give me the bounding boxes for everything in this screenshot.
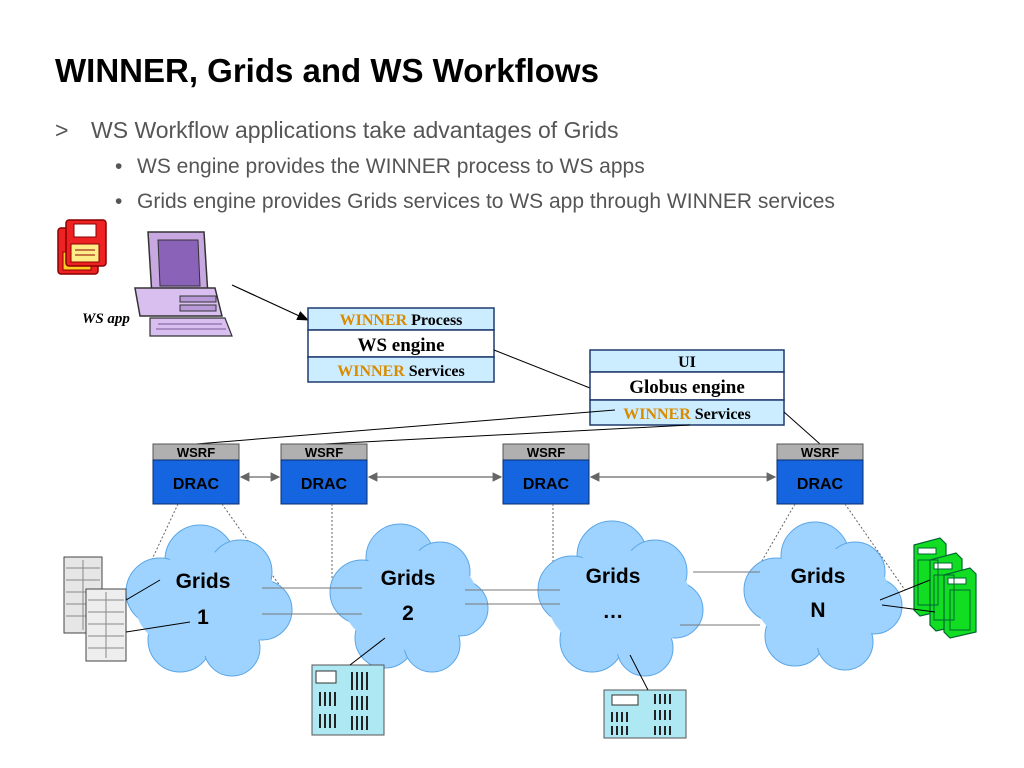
winner-services-accent: WINNER	[337, 363, 405, 380]
server-link	[881, 604, 936, 613]
mainframe-link	[349, 637, 386, 666]
drac-node-2: WSRF DRAC	[280, 443, 368, 505]
ui-label: UI	[678, 354, 696, 371]
globus-to-drac-links	[195, 409, 821, 445]
svg-text:WINNER Process: WINNER Process	[340, 312, 463, 329]
grid-cloud-4: Grids N	[743, 521, 903, 671]
drac-label: DRAC	[173, 476, 220, 493]
globus-winner-rest: Services	[691, 406, 751, 423]
wsrf-label: WSRF	[801, 445, 839, 460]
drac-node-3: WSRF DRAC	[502, 443, 590, 505]
floppy-disk-icon	[57, 219, 107, 275]
engine-link	[493, 349, 591, 389]
server-link	[125, 579, 161, 601]
wsrf-label: WSRF	[305, 445, 343, 460]
bullet-sub-2: • Grids engine provides Grids services to…	[115, 190, 835, 214]
bullet-sub-1: • WS engine provides the WINNER process t…	[115, 155, 645, 179]
rack-server-icon	[63, 556, 127, 662]
ws-engine-stack: WINNER Process WS engine WINNER Services	[307, 307, 495, 383]
winner-process-accent: WINNER	[340, 312, 408, 329]
bullet-main-text: WS Workflow applications take advantages…	[91, 117, 619, 143]
grid-cloud-3: Grids …	[537, 520, 704, 677]
mainframe-icon	[311, 664, 385, 736]
inter-grid-links	[262, 571, 760, 626]
bullet-dot: •	[115, 190, 123, 213]
grid-name: Grids	[176, 570, 231, 593]
grid-cloud-2: Grids 2	[329, 523, 489, 673]
winner-services-rest: Services	[405, 363, 465, 380]
grid-name: Grids	[381, 567, 436, 590]
globus-engine-stack: UI Globus engine WINNER Services	[589, 349, 785, 426]
request-arrow	[231, 284, 310, 321]
globus-winner-accent: WINNER	[623, 406, 691, 423]
bullet-dot: •	[115, 155, 123, 178]
grid-index: N	[810, 599, 825, 622]
svg-text:WINNER Services: WINNER Services	[337, 363, 465, 380]
server-link	[125, 621, 191, 633]
computer-icon	[134, 231, 233, 337]
drac-label: DRAC	[797, 476, 844, 493]
ws-app-label: WS app	[82, 311, 130, 327]
drac-label: DRAC	[301, 476, 348, 493]
ws-engine-label: WS engine	[357, 335, 444, 356]
drac-node-4: WSRF DRAC	[776, 443, 864, 505]
bullet-sub-1-text: WS engine provides the WINNER process to…	[137, 155, 645, 178]
grid-index: 1	[197, 606, 209, 629]
wsrf-label: WSRF	[177, 445, 215, 460]
winner-process-rest: Process	[407, 312, 462, 329]
grid-index: 2	[402, 602, 414, 625]
mainframe-link	[629, 654, 649, 691]
bullet-main: > WS Workflow applications take advantage…	[55, 117, 619, 144]
grid-name: Grids	[791, 565, 846, 588]
drac-label: DRAC	[523, 476, 570, 493]
bullet-marker: >	[55, 117, 69, 143]
globus-engine-label: Globus engine	[629, 377, 745, 398]
drac-to-grid-links	[139, 503, 906, 601]
grid-index: …	[603, 600, 624, 623]
drac-node-1: WSRF DRAC	[152, 443, 240, 505]
bullet-sub-2-text: Grids engine provides Grids services to …	[137, 190, 835, 213]
grid-name: Grids	[586, 565, 641, 588]
page-title: WINNER, Grids and WS Workflows	[55, 52, 599, 89]
green-server-icon	[913, 537, 977, 639]
wsrf-label: WSRF	[527, 445, 565, 460]
grid-cloud-1: Grids 1	[125, 524, 293, 677]
svg-text:WINNER Services: WINNER Services	[623, 406, 751, 423]
server-link	[879, 579, 931, 601]
mainframe-icon	[603, 689, 687, 739]
